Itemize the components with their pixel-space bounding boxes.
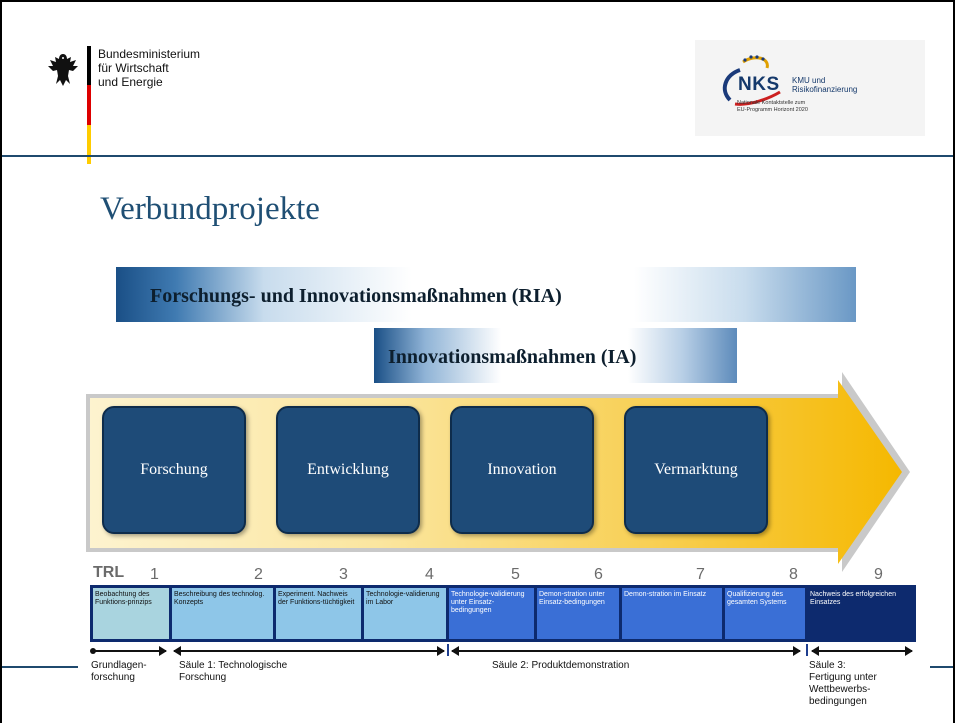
saule-3-line-4: bedingungen: [809, 696, 867, 707]
ia-banner: [374, 328, 737, 383]
saule-3-line-2: Fertigung unter: [809, 672, 877, 683]
ministry-line-1: Bundesministerium: [98, 47, 201, 61]
slide-top-border: [0, 0, 955, 2]
trl-cell-3: Experiment. Nachweis der Funktions-tücht…: [276, 588, 361, 639]
phase-box-entwicklung: Entwicklung: [276, 406, 420, 534]
trl-number: 8: [789, 566, 798, 583]
federal-eagle-icon: [48, 54, 78, 86]
footer-rule-right: [930, 666, 953, 668]
ministry-line-2: für Wirtschaft: [98, 61, 169, 75]
trl-number: 5: [511, 566, 520, 583]
trl-number: 6: [594, 566, 603, 583]
trl-number: 9: [874, 566, 883, 583]
column-separator: [447, 644, 449, 656]
ria-label: Forschungs- und Innovationsmaßnahmen (RI…: [150, 285, 562, 307]
nks-caption-line-2: EU-Programm Horizont 2020: [737, 107, 808, 113]
saule-3-label: Säule 3: Fertigung unter Wettbewerbs- be…: [809, 660, 877, 708]
grundlagen-label: Grundlagen- forschung: [91, 660, 147, 684]
trl-cell-9: Nachweis des erfolgreichen Einsatzes: [808, 588, 913, 639]
ia-label: Innovationsmaßnahmen (IA): [388, 346, 637, 368]
slide-right-border: [953, 0, 955, 723]
nks-logo-title: NKS: [738, 74, 780, 95]
slide-title: Verbundprojekte: [100, 191, 320, 227]
saule-1-label: Säule 1: Technologische Forschung: [179, 660, 287, 684]
trl-header: TRL: [93, 564, 125, 581]
trl-cell-2: Beschreibung des technolog. Konzepts: [172, 588, 273, 639]
phase-box-vermarktung: Vermarktung: [624, 406, 768, 534]
trl-cell-5: Technologie-validierung unter Einsatz-be…: [449, 588, 534, 639]
saule-1-arrow: [173, 646, 445, 656]
trl-number: 7: [696, 566, 705, 583]
saule-3-arrow: [811, 646, 913, 656]
phase-label-innovation: Innovation: [487, 461, 557, 478]
trl-number: 2: [254, 566, 263, 583]
nks-sub-line-1: KMU und: [792, 76, 826, 85]
phase-label-entwicklung: Entwicklung: [307, 461, 389, 478]
ministry-line-3: und Energie: [98, 75, 163, 89]
saule-2-line-1: Säule 2: Produktdemonstration: [492, 660, 630, 671]
ministry-name: Bundesministerium für Wirtschaft und Ene…: [98, 47, 200, 89]
phase-box-innovation: Innovation: [450, 406, 594, 534]
trl-number: 1: [150, 566, 159, 583]
saule-2-label: Säule 2: Produktdemonstration: [492, 660, 629, 672]
nks-logo-subtitle: KMU und Risikofinanzierung: [792, 76, 857, 94]
trl-cell-6: Demon-stration unter Einsatz-bedingungen: [537, 588, 619, 639]
trl-number: 3: [339, 566, 348, 583]
grundlagen-line-1: Grundlagen-: [91, 660, 147, 671]
nks-logo-caption: Nationale Kontaktstelle zum EU-Programm …: [737, 100, 808, 114]
header-divider: [2, 155, 953, 157]
nks-caption-line-1: Nationale Kontaktstelle zum: [737, 100, 806, 106]
trl-cell-7: Demon-stration im Einsatz: [622, 588, 722, 639]
grundlagen-arrow: [93, 646, 167, 656]
saule-3-line-1: Säule 3:: [809, 660, 846, 671]
saule-1-line-2: Forschung: [179, 672, 227, 683]
column-separator: [806, 644, 808, 656]
trl-number: 4: [425, 566, 434, 583]
saule-1-line-1: Säule 1: Technologische: [179, 660, 288, 671]
nks-sub-line-2: Risikofinanzierung: [792, 85, 858, 94]
saule-3-line-3: Wettbewerbs-: [809, 684, 871, 695]
phase-label-forschung: Forschung: [140, 461, 208, 478]
phase-box-forschung: Forschung: [102, 406, 246, 534]
trl-cell-1: Beobachtung des Funktions-prinzips: [93, 588, 169, 639]
saule-2-arrow: [451, 646, 801, 656]
ria-banner: [116, 267, 856, 322]
slide-left-border: [0, 0, 2, 723]
trl-cell-8: Qualifizierung des gesamten Systems: [725, 588, 805, 639]
footer-rule-left: [2, 666, 78, 668]
trl-cell-4: Technologie-validierung im Labor: [364, 588, 446, 639]
phase-label-vermarktung: Vermarktung: [654, 461, 738, 478]
grundlagen-line-2: forschung: [91, 672, 135, 683]
german-flag-stripe: [87, 46, 91, 164]
nks-logo-swoosh-icon: [695, 40, 925, 136]
